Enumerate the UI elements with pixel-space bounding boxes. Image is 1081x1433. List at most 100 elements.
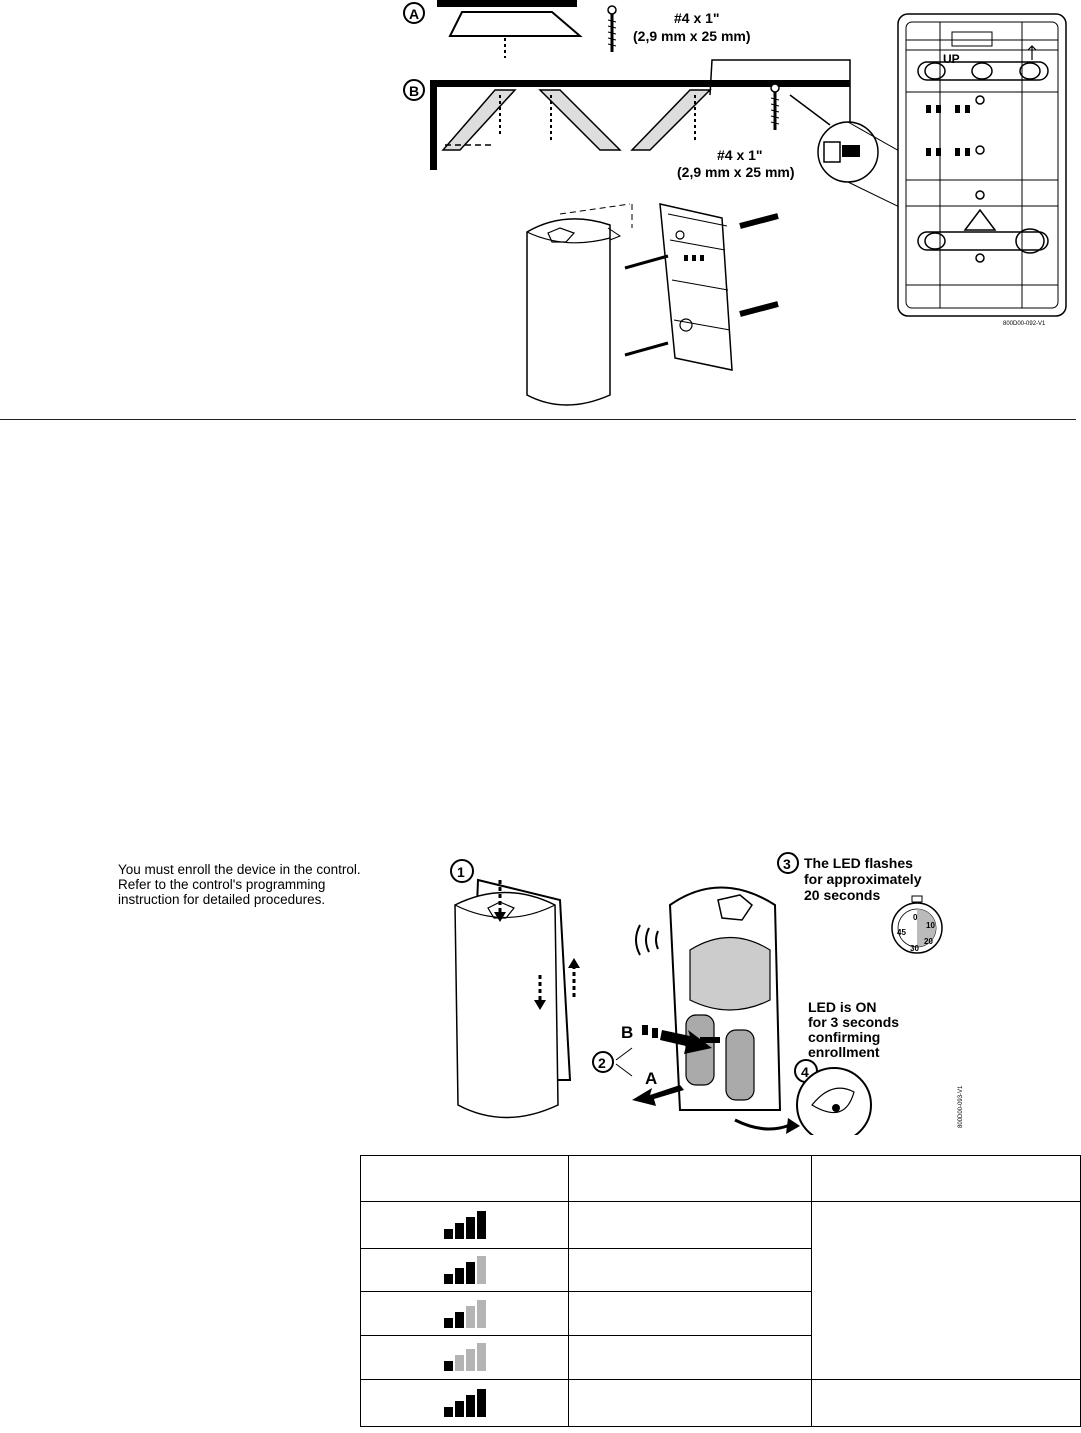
signal-bars-cell [360,1248,569,1293]
signal-bar [465,1349,475,1372]
description-cell [568,1248,812,1293]
description-cell [568,1378,812,1428]
description-cell [568,1291,812,1336]
screw-b-size: #4 x 1" [717,147,763,163]
wall-a [437,0,577,7]
signal-bar [454,1311,464,1328]
signal-bar [454,1400,464,1417]
note-cell [811,1378,1081,1428]
push-arrow-b-icon [642,1025,712,1054]
step-4-line3: confirming [808,1029,880,1045]
step-2-label: 2 [598,1055,606,1071]
signal-bar [476,1343,486,1372]
step-3-line1: The LED flashes [804,855,913,871]
signal-bar [476,1299,486,1328]
up-label: UP [943,52,960,66]
section-divider [0,419,1076,420]
wall-b [430,80,850,87]
back-plate-drawing: UP [897,13,1067,317]
signal-bar [465,1305,475,1328]
signal-bars-cell [360,1201,569,1250]
signal-bar [443,1361,453,1372]
stopwatch-icon: 0 10 20 30 45 [891,895,943,954]
header-cell [811,1154,1081,1203]
signal-bar [476,1256,486,1285]
signal-bars-icon [361,1388,568,1417]
signal-bar [476,1211,486,1240]
bracket-a [448,11,583,37]
header-cell [568,1154,812,1203]
signal-bars-cell [360,1291,569,1336]
step-4-line2: for 3 seconds [808,1014,899,1030]
signal-bar [454,1355,464,1372]
timer-20: 20 [924,937,933,946]
arrow-b-label: B [621,1023,633,1042]
cover-install-drawing [454,878,580,1119]
step-3-line3: 20 seconds [804,887,880,903]
table-row [360,1334,1081,1380]
screw-b-icon [770,83,780,130]
note-cell [811,1201,1081,1380]
step-4-line4: enrollment [808,1044,880,1060]
signal-bar [454,1223,464,1240]
wall-anchor-icon [739,213,779,317]
led-on-icon [796,1067,872,1135]
step-4-line1: LED is ON [808,999,876,1015]
step-1-marker: 1 [450,859,474,883]
enrollment-figure: 1 2 B A [450,852,964,1135]
table-row [360,1291,1081,1336]
signal-strength-table [360,1154,1081,1428]
figure-code-top: 800D00-092-V1 [1003,321,1046,327]
rf-signal-icon [635,924,659,956]
signal-bar [465,1217,475,1240]
signal-bars-icon [361,1211,568,1240]
table-header-row [360,1154,1081,1203]
signal-bar [465,1262,475,1285]
step-3-line2: for approximately [804,871,922,887]
step-4-label: 4 [801,1064,809,1080]
enroll-instruction-line: instruction for detailed procedures. [118,892,326,907]
step-3-marker: 3 [777,852,799,874]
screw-a-size: #4 x 1" [674,10,720,26]
mounting-figure: A #4 x 1" (2,9 mm x 25 mm) B #4 x 1" (2,… [403,0,1067,406]
callout-a-label: A [409,6,419,22]
screw-b-metric: (2,9 mm x 25 mm) [677,164,795,180]
callout-b-label: B [409,83,419,99]
mounting-plate-drawing [659,203,733,371]
description-cell [568,1201,812,1250]
timer-10: 10 [926,921,935,930]
sensor-cover-drawing [526,203,633,406]
signal-bar [476,1388,486,1417]
screw-a-icon [607,5,617,52]
step-1-label: 1 [457,864,465,880]
figure-code-enroll: 800D00-093-V1 [958,1085,964,1128]
arrow-a-label: A [645,1069,657,1088]
step-2-marker: 2 [592,1051,614,1073]
signal-bar [443,1317,453,1328]
enroll-instruction-line: Refer to the control's programming [118,877,326,892]
step-3-label: 3 [783,856,791,872]
description-cell [568,1334,812,1380]
signal-bars-icon [361,1299,568,1328]
signal-bar [465,1394,475,1417]
timer-0: 0 [913,913,918,922]
signal-bar [443,1406,453,1417]
signal-bar [454,1268,464,1285]
enroll-instruction-line: You must enroll the device in the contro… [118,862,361,877]
signal-bars-icon [361,1256,568,1285]
signal-bars-icon [361,1343,568,1372]
timer-45: 45 [897,928,906,937]
table-row [360,1378,1081,1428]
callout-a: A [403,2,425,24]
wall-screw-icon [624,254,669,357]
pull-arrow-a-icon [632,1085,684,1106]
signal-bars-cell [360,1378,569,1428]
enroll-instruction: You must enroll the device in the contro… [118,862,418,907]
timer-30: 30 [910,944,919,953]
signal-bars-cell [360,1334,569,1380]
screw-a-metric: (2,9 mm x 25 mm) [633,28,751,44]
signal-bar [443,1229,453,1240]
header-cell [360,1154,569,1203]
callout-b: B [403,79,425,101]
table-row [360,1201,1081,1380]
